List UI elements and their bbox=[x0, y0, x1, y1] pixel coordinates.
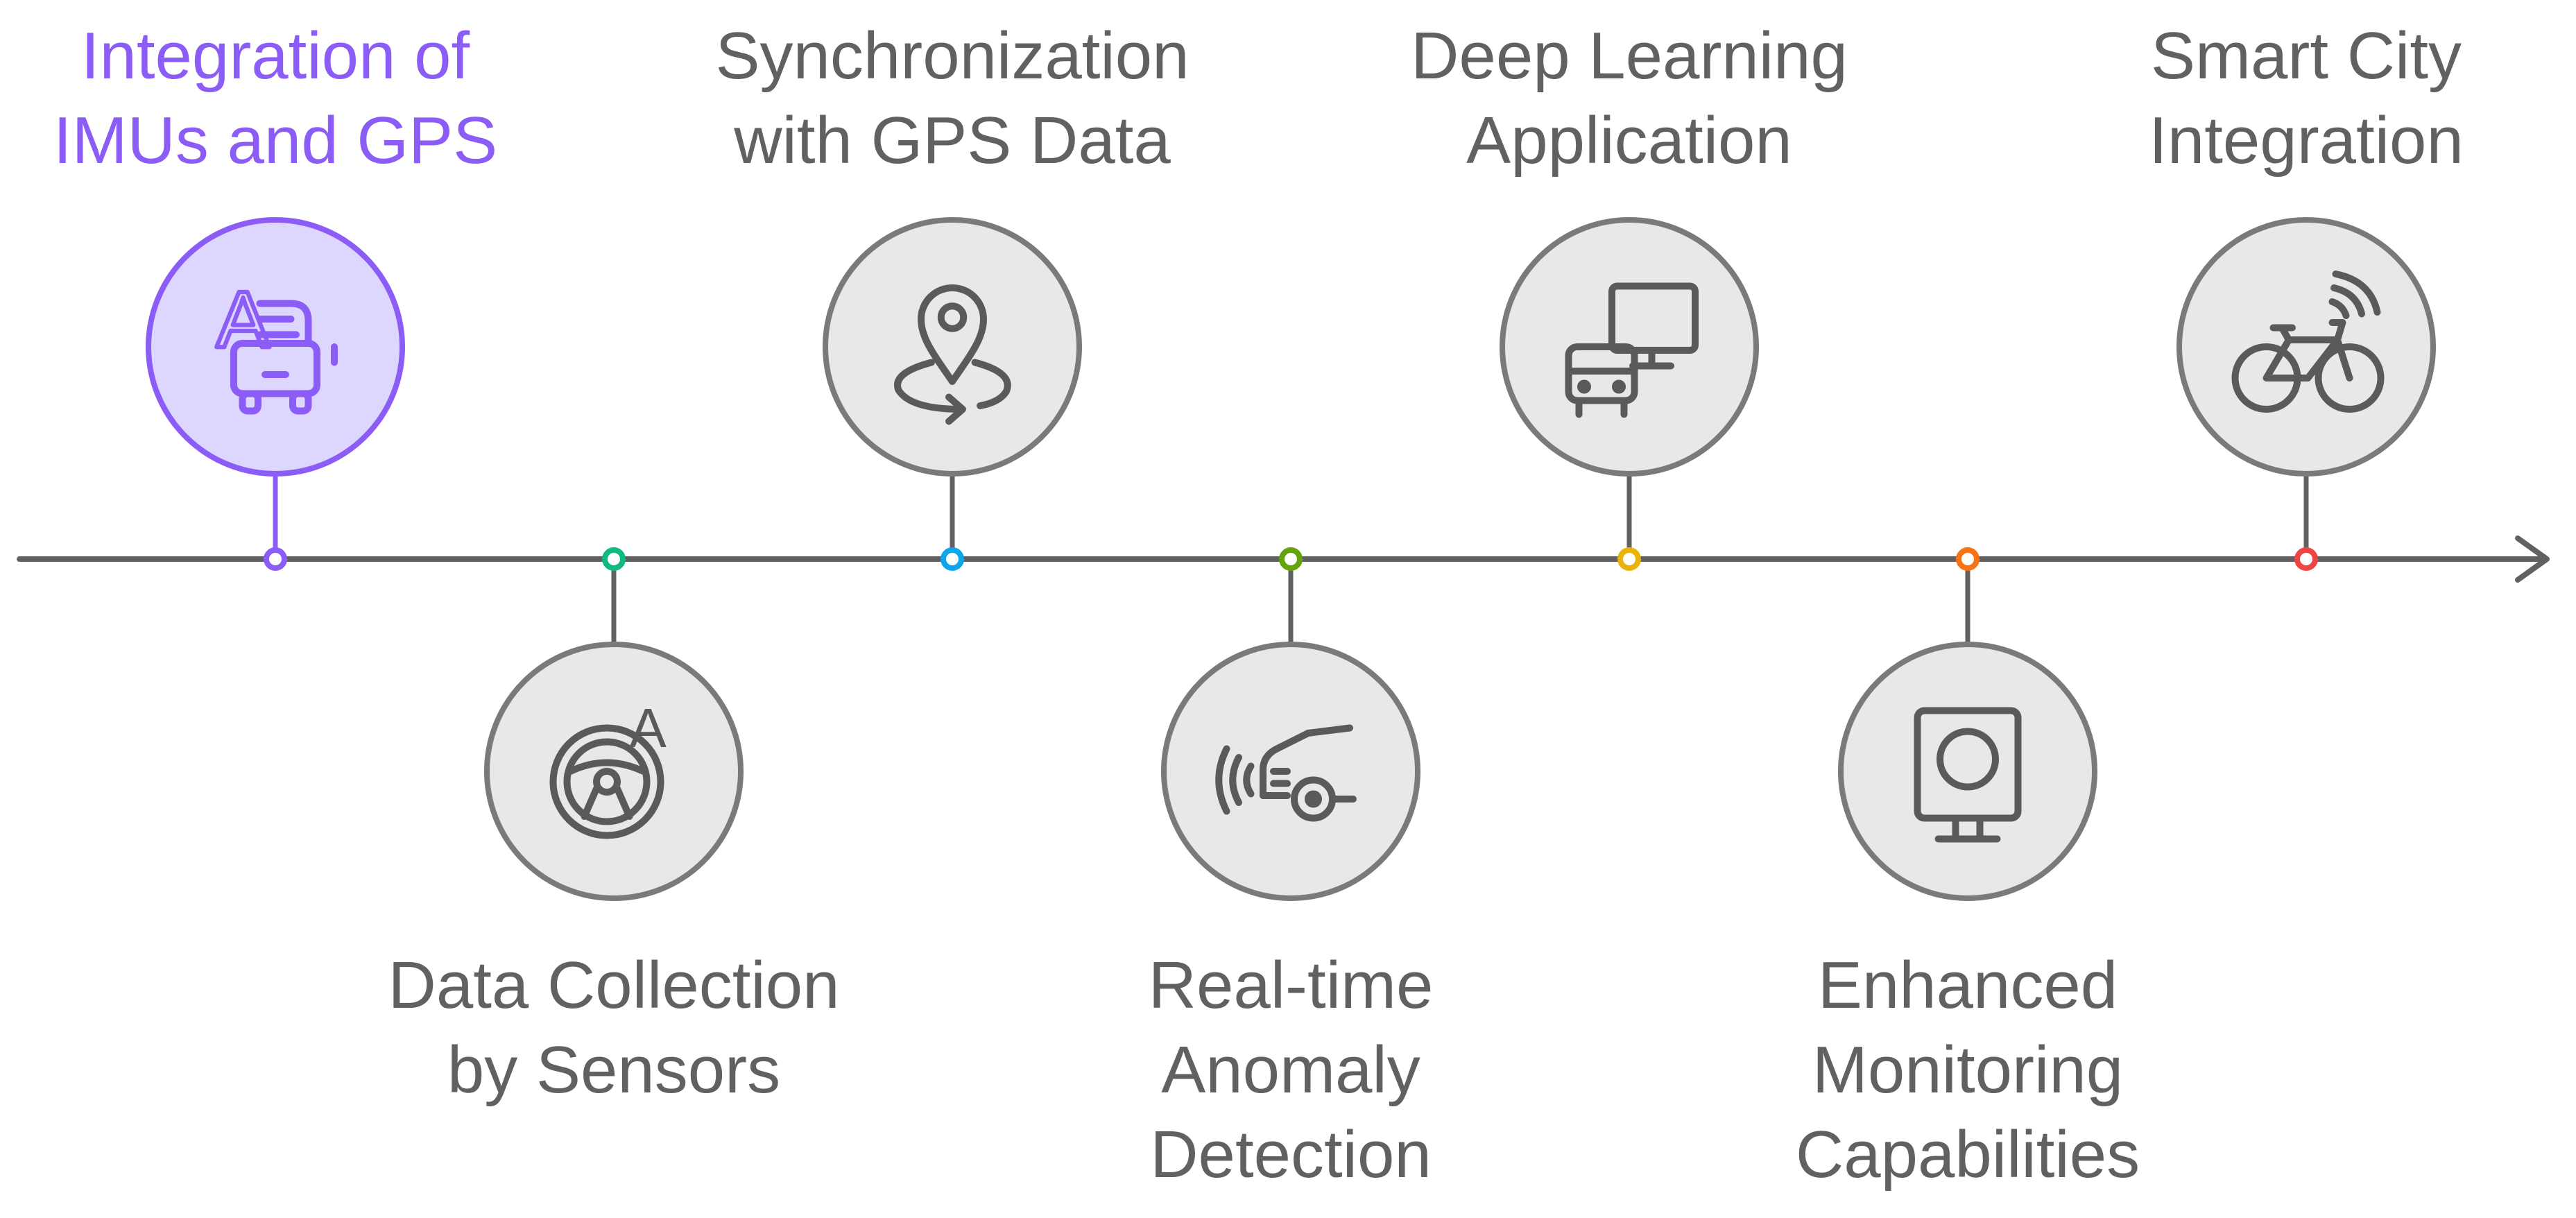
milestone-title-line: with GPS Data bbox=[734, 103, 1171, 178]
timeline-arrow-head bbox=[2515, 535, 2550, 583]
milestone-title-line: Integration of bbox=[80, 19, 470, 93]
milestone-dot bbox=[1956, 547, 1980, 571]
milestone-6 bbox=[1838, 547, 2097, 901]
milestone-title: Data Collection by Sensors bbox=[302, 943, 926, 1113]
milestone-dot bbox=[941, 547, 964, 571]
milestone-title-line: Capabilities bbox=[1795, 1117, 2140, 1192]
milestone-title: Synchronization with GPS Data bbox=[640, 14, 1264, 183]
milestone-title-line: Deep Learning bbox=[1411, 19, 1848, 93]
milestone-title: Integration of IMUs and GPS bbox=[0, 14, 587, 183]
milestone-1 bbox=[146, 217, 405, 571]
milestone-title-line: Anomaly bbox=[1161, 1033, 1420, 1107]
milestone-circle bbox=[1838, 642, 2097, 901]
milestone-title-line: Synchronization bbox=[715, 19, 1190, 93]
milestone-title-line: IMUs and GPS bbox=[53, 103, 498, 178]
milestone-title-line: Detection bbox=[1150, 1117, 1432, 1192]
milestone-5 bbox=[1500, 217, 1759, 571]
milestone-2 bbox=[484, 547, 744, 901]
milestone-title-line: Application bbox=[1466, 103, 1792, 178]
milestone-dot bbox=[1279, 547, 1303, 571]
milestone-title-line: Monitoring bbox=[1812, 1033, 2124, 1107]
milestone-title-line: Data Collection bbox=[388, 948, 840, 1022]
milestone-3 bbox=[823, 217, 1082, 571]
milestone-7 bbox=[2176, 217, 2436, 571]
milestone-circle bbox=[823, 217, 1082, 477]
milestone-dot bbox=[264, 547, 287, 571]
milestone-circle bbox=[2176, 217, 2436, 477]
milestone-dot bbox=[602, 547, 626, 571]
milestone-4 bbox=[1161, 547, 1420, 901]
milestones-layer bbox=[146, 217, 2436, 901]
milestone-title-line: Integration bbox=[2149, 103, 2464, 178]
milestone-title-line: Smart City bbox=[2150, 19, 2462, 93]
milestone-title-line: Real-time bbox=[1148, 948, 1434, 1022]
milestone-title-line: by Sensors bbox=[447, 1033, 781, 1107]
milestone-dot bbox=[1617, 547, 1641, 571]
milestone-dot bbox=[2294, 547, 2318, 571]
milestone-title-line: Enhanced bbox=[1817, 948, 2118, 1022]
